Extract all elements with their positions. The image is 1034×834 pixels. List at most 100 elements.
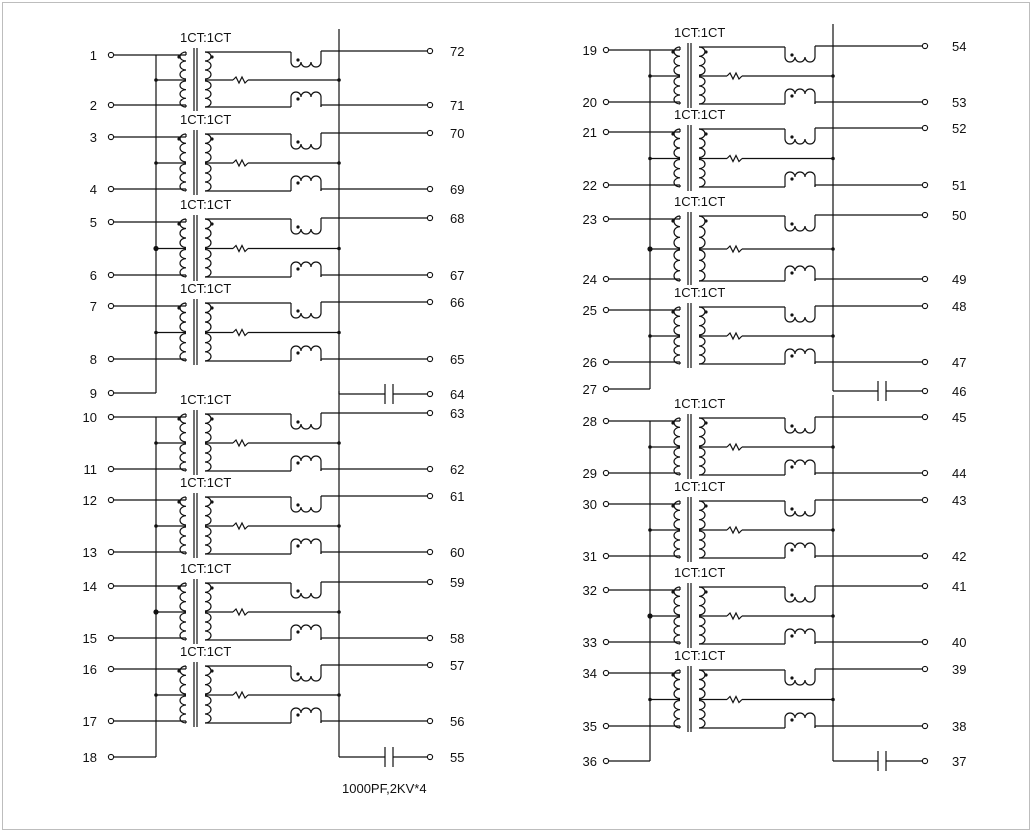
winding-coil (698, 336, 706, 365)
resistor (232, 690, 249, 700)
pin-number: 47 (952, 355, 966, 370)
polarity-dot (671, 50, 675, 54)
pin-terminal (921, 665, 929, 673)
winding-coil (204, 582, 212, 612)
pin-terminal (107, 634, 115, 642)
polarity-dot (790, 507, 794, 511)
pin-terminal (426, 271, 434, 279)
winding-coil (698, 128, 706, 159)
polarity-dot (790, 718, 794, 722)
resistor (232, 438, 249, 448)
resistor (726, 71, 743, 81)
pin-terminal (602, 181, 610, 189)
pin-number: 50 (952, 208, 966, 223)
polarity-dot (177, 669, 181, 673)
resistor (232, 607, 249, 617)
polarity-dot (790, 53, 794, 57)
choke-winding-top (290, 52, 322, 68)
polarity-dot (704, 132, 708, 136)
pin-terminal (107, 717, 115, 725)
pin-terminal (921, 302, 929, 310)
polarity-dot (671, 421, 675, 425)
pin-terminal (602, 722, 610, 730)
winding-coil (179, 582, 187, 612)
polarity-dot (704, 504, 708, 508)
pin-number: 13 (83, 545, 97, 560)
polarity-dot (296, 544, 300, 548)
choke-winding-top (290, 303, 322, 319)
choke-winding-top (784, 129, 816, 145)
winding-coil (698, 500, 706, 530)
pin-terminal (426, 578, 434, 586)
pin-number: 7 (90, 299, 97, 314)
choke-winding-top (290, 134, 322, 150)
winding-coil (698, 46, 706, 76)
pin-number: 53 (952, 95, 966, 110)
pin-number: 52 (952, 121, 966, 136)
pin-number: 20 (583, 95, 597, 110)
pin-terminal (426, 661, 434, 669)
resistor (232, 244, 249, 253)
pin-terminal (921, 496, 929, 504)
pin-number: 40 (952, 635, 966, 650)
polarity-dot (790, 424, 794, 428)
polarity-dot (671, 132, 675, 136)
pin-number: 21 (583, 125, 597, 140)
resistor (726, 244, 743, 254)
winding-coil (673, 306, 681, 336)
pin-number: 61 (450, 489, 464, 504)
winding-coil (673, 586, 681, 616)
pin-terminal (602, 500, 610, 508)
pin-number: 5 (90, 215, 97, 230)
choke-winding-top (290, 666, 322, 682)
polarity-dot (210, 55, 214, 59)
pin-number: 9 (90, 386, 97, 401)
pin-number: 59 (450, 575, 464, 590)
pin-terminal (921, 413, 929, 421)
pin-terminal (107, 465, 115, 473)
winding-coil (204, 218, 212, 249)
pin-terminal (426, 465, 434, 473)
winding-coil (673, 616, 681, 645)
polarity-dot (210, 669, 214, 673)
pin-number: 25 (583, 303, 597, 318)
pin-number: 42 (952, 549, 966, 564)
pin-number: 24 (583, 272, 597, 287)
pin-number: 69 (450, 182, 464, 197)
winding-coil (673, 500, 681, 530)
winding-coil (673, 530, 681, 559)
pin-number: 15 (83, 631, 97, 646)
pin-number: 23 (583, 212, 597, 227)
winding-coil (673, 249, 681, 282)
pin-number: 46 (952, 384, 966, 399)
pin-terminal (426, 717, 434, 725)
polarity-dot (296, 461, 300, 465)
pin-number: 37 (952, 754, 966, 769)
polarity-dot (177, 306, 181, 310)
resistor (232, 521, 249, 531)
winding-coil (673, 669, 681, 700)
choke-winding-top (784, 47, 816, 63)
pin-terminal (426, 634, 434, 642)
winding-coil (179, 218, 187, 249)
pin-number: 30 (583, 497, 597, 512)
ratio-label: 1CT:1CT (674, 396, 725, 411)
choke-winding-bottom (784, 459, 816, 475)
polarity-dot (296, 140, 300, 144)
pin-number: 18 (83, 750, 97, 765)
pin-number: 4 (90, 182, 97, 197)
winding-coil (204, 443, 212, 472)
pin-number: 29 (583, 466, 597, 481)
pin-number: 56 (450, 714, 464, 729)
pin-terminal (107, 271, 115, 279)
resistor (726, 695, 743, 704)
winding-coil (204, 133, 212, 163)
pin-terminal (602, 669, 610, 677)
pin-number: 44 (952, 466, 966, 481)
polarity-dot (790, 676, 794, 680)
polarity-dot (177, 586, 181, 590)
